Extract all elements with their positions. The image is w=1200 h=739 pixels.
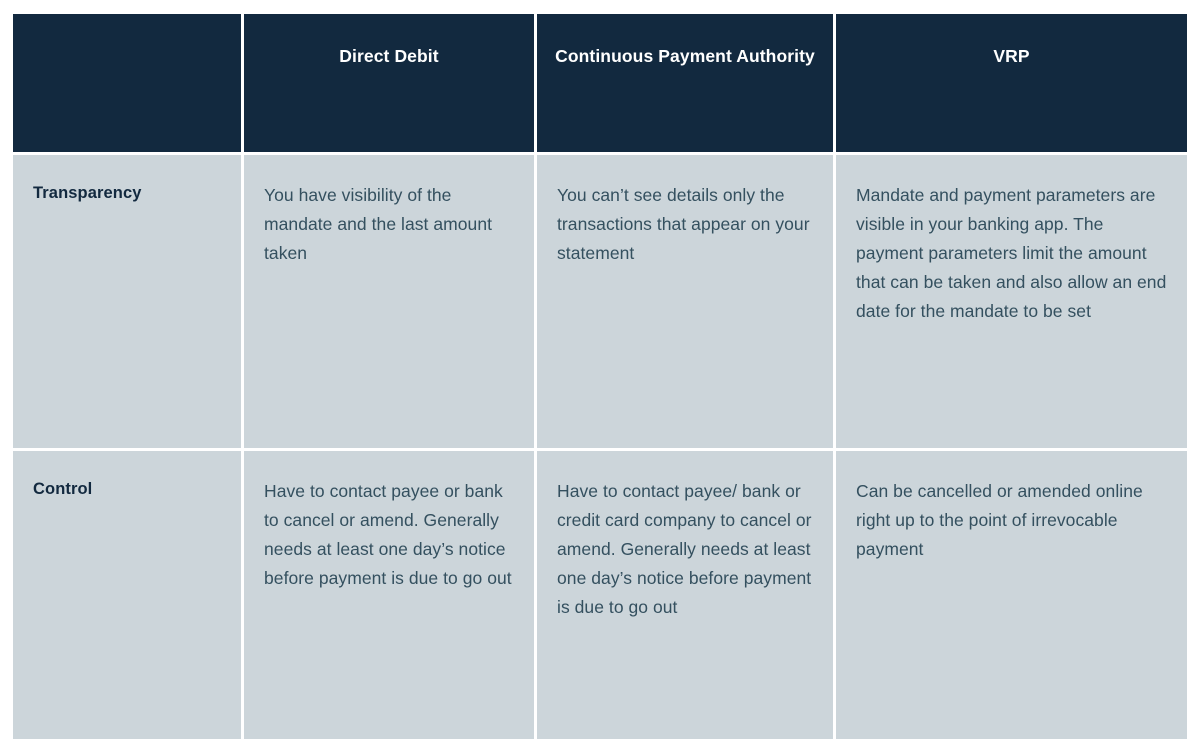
cell-control-direct-debit: Have to contact payee or bank to cancel … <box>244 451 537 739</box>
header-body-divider <box>13 152 1187 155</box>
header-row: Direct Debit Continuous Payment Authorit… <box>13 14 1187 152</box>
divider-cell <box>244 448 537 451</box>
divider-cell <box>537 448 836 451</box>
cell-control-continuous-payment-authority: Have to contact payee/ bank or credit ca… <box>537 451 836 739</box>
cell-text-transparency-continuous-payment-authority: You can’t see details only the transacti… <box>557 185 810 263</box>
cell-text-control-continuous-payment-authority: Have to contact payee/ bank or credit ca… <box>557 481 812 617</box>
header-cell-direct-debit: Direct Debit <box>244 14 537 152</box>
header-cell-vrp: VRP <box>836 14 1187 152</box>
table-row-transparency: Transparency You have visibility of the … <box>13 155 1187 448</box>
divider-cell <box>537 152 836 155</box>
table-row-control: Control Have to contact payee or bank to… <box>13 451 1187 739</box>
divider-cell <box>13 448 244 451</box>
table-header: Direct Debit Continuous Payment Authorit… <box>13 14 1187 152</box>
table-body: Transparency You have visibility of the … <box>13 152 1187 739</box>
row-label-cell-transparency: Transparency <box>13 155 244 448</box>
payment-methods-comparison-table: Direct Debit Continuous Payment Authorit… <box>13 14 1187 739</box>
divider-cell <box>836 448 1187 451</box>
header-cell-blank <box>13 14 244 152</box>
divider-cell <box>836 152 1187 155</box>
divider-cell <box>244 152 537 155</box>
row-divider <box>13 448 1187 451</box>
cell-control-vrp: Can be cancelled or amended online right… <box>836 451 1187 739</box>
header-cell-continuous-payment-authority: Continuous Payment Authority <box>537 14 836 152</box>
cell-transparency-vrp: Mandate and payment parameters are visib… <box>836 155 1187 448</box>
cell-text-control-direct-debit: Have to contact payee or bank to cancel … <box>264 481 512 588</box>
row-label-cell-control: Control <box>13 451 244 739</box>
cell-transparency-continuous-payment-authority: You can’t see details only the transacti… <box>537 155 836 448</box>
cell-transparency-direct-debit: You have visibility of the mandate and t… <box>244 155 537 448</box>
cell-text-transparency-vrp: Mandate and payment parameters are visib… <box>856 185 1167 321</box>
row-label-transparency: Transparency <box>33 184 142 202</box>
cell-text-transparency-direct-debit: You have visibility of the mandate and t… <box>264 185 493 263</box>
divider-cell <box>13 152 244 155</box>
cell-text-control-vrp: Can be cancelled or amended online right… <box>856 481 1143 559</box>
row-label-control: Control <box>33 480 93 498</box>
